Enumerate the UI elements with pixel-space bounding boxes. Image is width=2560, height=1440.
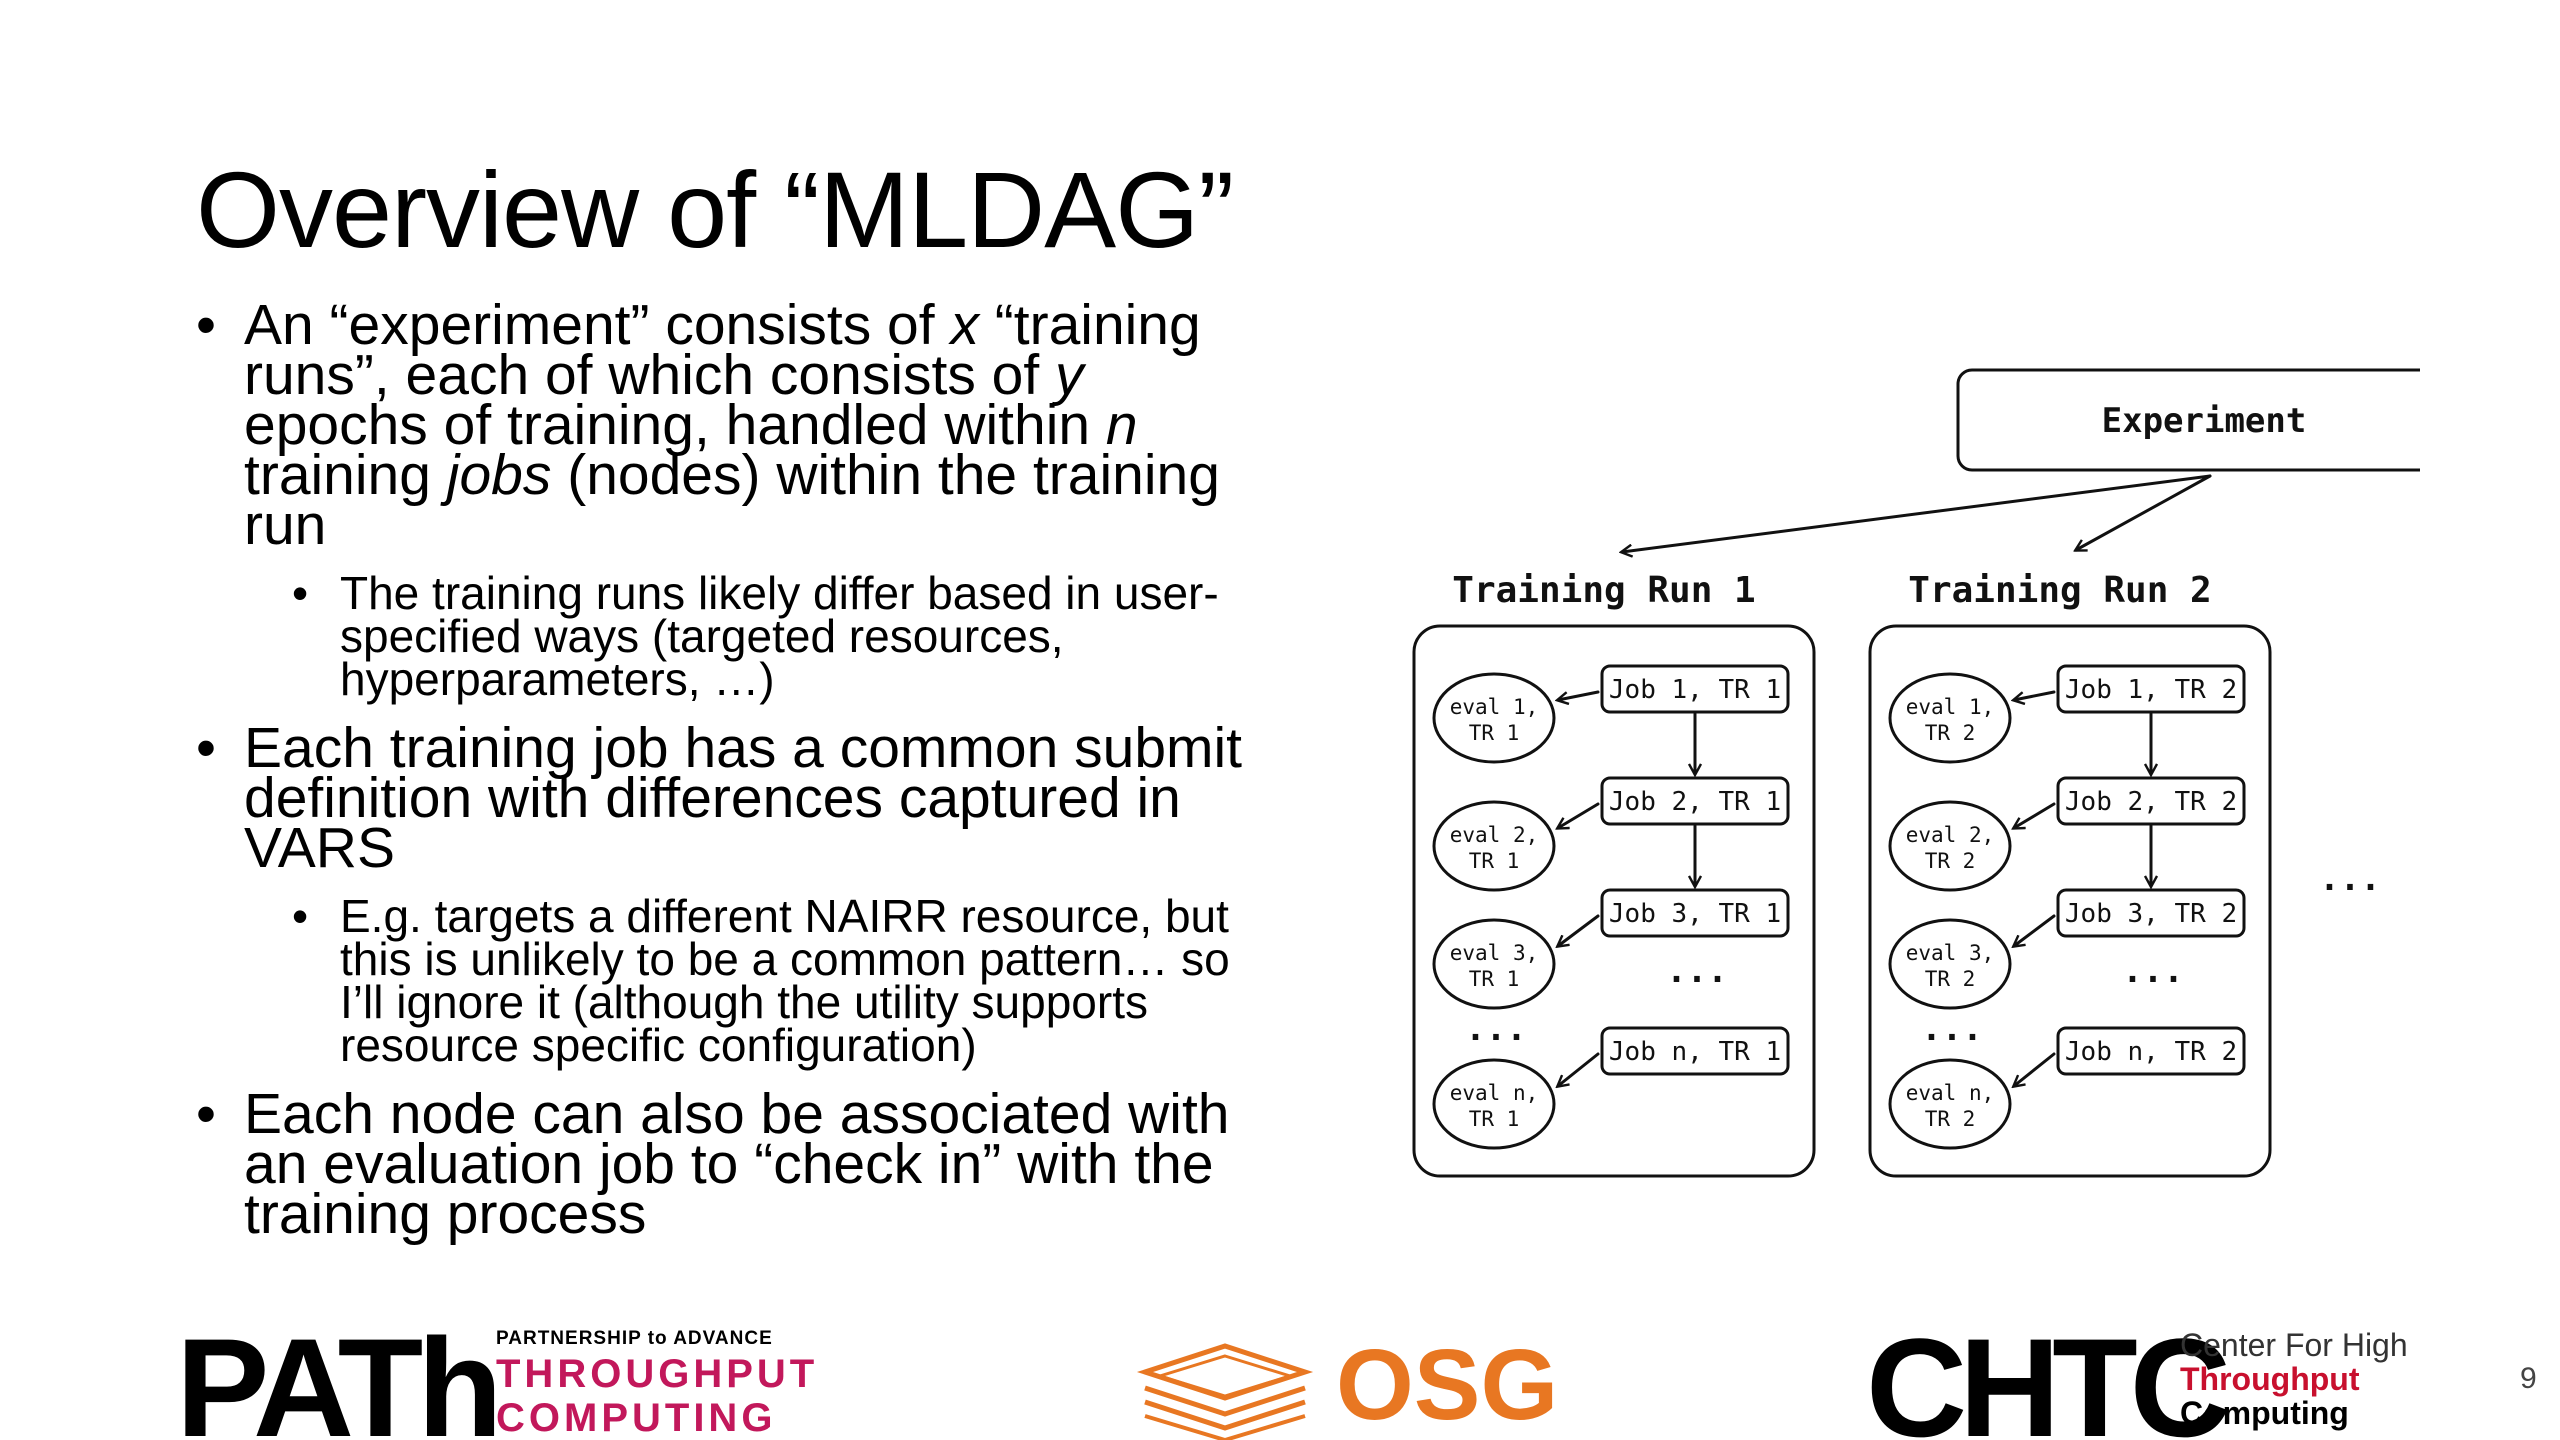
eval-label: eval n, [1906,1081,1995,1105]
job-ellipsis: ... [1666,951,1727,991]
job-to-eval-arrow [1558,802,1600,828]
job-label: Job 2, TR 1 [1609,787,1781,817]
job-to-eval-arrow [1558,1052,1600,1086]
job-node [2056,776,2246,826]
path-logo: PATh [176,1309,503,1440]
eval-label: TR 1 [1469,1107,1520,1131]
job-ellipsis: ... [2122,951,2183,991]
job-node [1600,664,1790,714]
eval-label: eval n, [1450,1081,1539,1105]
osg-layers-icon [1130,1332,1320,1440]
job-label: Job 1, TR 2 [2065,675,2237,705]
job-to-eval-arrow [1558,690,1600,700]
job-label: Job n, TR 1 [1609,1037,1781,1067]
job-to-eval-arrow [2014,914,2056,946]
eval-node [1432,918,1556,1010]
chtc-logo: CHTC [1866,1309,2231,1440]
job-node [2056,664,2246,714]
eval-label: TR 1 [1469,721,1520,745]
eval-label: eval 2, [1906,823,1995,847]
eval-label: TR 1 [1469,967,1520,991]
eval-label: TR 2 [1925,967,1976,991]
eval-label: eval 2, [1450,823,1539,847]
bullet-1: An “experiment” consists of x “training … [196,297,1276,554]
footer: PATh PARTNERSHIP to ADVANCE THROUGHPUT C… [0,1310,2560,1440]
eval-ellipsis: ... [1465,1009,1526,1049]
bullet-3: Each node can also be associated with an… [196,1086,1276,1243]
job-label: Job 1, TR 1 [1609,675,1781,705]
bullet-2: Each training job has a common submit de… [196,720,1276,877]
eval-node [1888,918,2012,1010]
run-label-2: Training Run 2 [1908,570,2211,611]
sub-bullet-2-1: E.g. targets a different NAIRR resource,… [292,893,1276,1068]
eval-label: TR 2 [1925,1107,1976,1131]
job-node [2056,888,2246,938]
run-label-1: Training Run 1 [1452,570,1755,611]
sub-bullet-1-1: The training runs likely differ based in… [292,570,1276,702]
job-label: Job n, TR 2 [2065,1037,2237,1067]
eval-node [1432,1058,1556,1150]
job-node [2056,1026,2246,1076]
bullet-list: An “experiment” consists of x “training … [196,297,1276,1261]
eval-label: eval 1, [1906,695,1995,719]
job-to-eval-arrow [2014,1052,2056,1086]
eval-label: TR 2 [1925,849,1976,873]
slide-title: Overview of “MLDAG” [196,149,1234,270]
eval-node [1432,800,1556,892]
eval-label: eval 1, [1450,695,1539,719]
job-label: Job 3, TR 2 [2065,899,2237,929]
job-label: Job 3, TR 1 [1609,899,1781,929]
job-label: Job 2, TR 2 [2065,787,2237,817]
eval-label: eval 3, [1906,941,1995,965]
eval-label: eval 3, [1450,941,1539,965]
arrow-to-run-2 [2076,474,2212,550]
eval-label: TR 1 [1469,849,1520,873]
eval-node [1888,1058,2012,1150]
job-to-eval-arrow [1558,914,1600,946]
job-to-eval-arrow [2014,802,2056,828]
run-box-2 [1868,624,2272,1178]
osg-logo-text: OSG [1336,1329,1559,1440]
eval-ellipsis: ... [1921,1009,1982,1049]
page-number: 9 [2520,1362,2537,1395]
job-node [1600,888,1790,938]
arrow-to-run-1 [1622,474,2212,552]
experiment-label: Experiment [2102,401,2307,441]
path-subtitle: PARTNERSHIP to ADVANCE THROUGHPUT COMPUT… [496,1328,819,1440]
eval-node [1432,672,1556,764]
job-to-eval-arrow [2014,690,2056,700]
eval-node [1888,672,2012,764]
eval-node [1888,800,2012,892]
more-runs-ellipsis: ... [2319,859,2380,899]
eval-label: TR 2 [1925,721,1976,745]
chtc-subtitle: Center For High Throughput Computing [2180,1327,2408,1431]
job-node [1600,1026,1790,1076]
run-box-1 [1412,624,1816,1178]
job-node [1600,776,1790,826]
